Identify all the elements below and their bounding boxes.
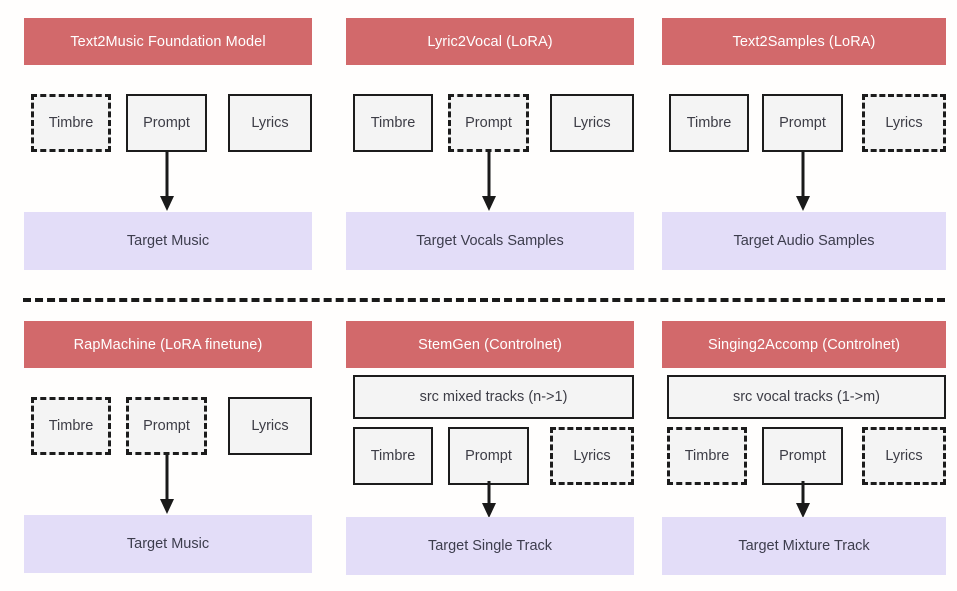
panel-title: Text2Music Foundation Model xyxy=(24,18,312,65)
panel-title: RapMachine (LoRA finetune) xyxy=(24,321,312,368)
slot-lyrics[interactable]: Lyrics xyxy=(862,427,946,485)
slot-row: Timbre Prompt Lyrics xyxy=(24,94,312,152)
slot-label: Timbre xyxy=(370,115,416,131)
slot-label: Timbre xyxy=(48,115,94,131)
panel-title: Lyric2Vocal (LoRA) xyxy=(346,18,634,65)
slot-label: Prompt xyxy=(143,115,190,131)
panel-rapmachine: RapMachine (LoRA finetune) Timbre Prompt… xyxy=(24,321,312,573)
slot-prompt[interactable]: Prompt xyxy=(448,427,529,485)
slot-label: Prompt xyxy=(779,448,826,464)
slot-timbre[interactable]: Timbre xyxy=(31,94,111,152)
slot-prompt[interactable]: Prompt xyxy=(126,94,207,152)
slot-label: Timbre xyxy=(686,115,732,131)
src-track-box[interactable]: src mixed tracks (n->1) xyxy=(353,375,634,419)
target-label: Target Music xyxy=(126,536,210,552)
target-label: Target Audio Samples xyxy=(733,233,875,249)
row-divider xyxy=(23,298,945,302)
target-label: Target Single Track xyxy=(427,538,553,554)
slot-lyrics[interactable]: Lyrics xyxy=(550,94,634,152)
slot-timbre[interactable]: Timbre xyxy=(667,427,747,485)
src-track-label: src vocal tracks (1->m) xyxy=(732,389,881,405)
slot-lyrics[interactable]: Lyrics xyxy=(550,427,634,485)
slot-lyrics[interactable]: Lyrics xyxy=(228,397,312,455)
slot-label: Prompt xyxy=(779,115,826,131)
src-track-box[interactable]: src vocal tracks (1->m) xyxy=(667,375,946,419)
slot-row: Timbre Prompt Lyrics xyxy=(662,94,946,152)
slot-label: Prompt xyxy=(143,418,190,434)
target-box: Target Vocals Samples xyxy=(346,212,634,270)
slot-row: Timbre Prompt Lyrics xyxy=(662,427,946,485)
slot-prompt[interactable]: Prompt xyxy=(448,94,529,152)
slot-label: Lyrics xyxy=(885,115,923,131)
slot-label: Lyrics xyxy=(885,448,923,464)
slot-timbre[interactable]: Timbre xyxy=(353,427,433,485)
slot-label: Timbre xyxy=(370,448,416,464)
slot-label: Lyrics xyxy=(573,448,611,464)
slot-timbre[interactable]: Timbre xyxy=(31,397,111,455)
down-arrow-icon xyxy=(480,481,498,519)
slot-label: Timbre xyxy=(48,418,94,434)
down-arrow-icon xyxy=(480,152,498,212)
target-box: Target Music xyxy=(24,212,312,270)
slot-prompt[interactable]: Prompt xyxy=(126,397,207,455)
panel-title: StemGen (Controlnet) xyxy=(346,321,634,368)
slot-lyrics[interactable]: Lyrics xyxy=(228,94,312,152)
slot-label: Prompt xyxy=(465,115,512,131)
panel-text2music: Text2Music Foundation Model Timbre Promp… xyxy=(24,18,312,270)
src-track-label: src mixed tracks (n->1) xyxy=(419,389,568,405)
panel-singing2accomp: Singing2Accomp (Controlnet) src vocal tr… xyxy=(662,321,946,575)
slot-label: Prompt xyxy=(465,448,512,464)
slot-label: Lyrics xyxy=(251,115,289,131)
down-arrow-icon xyxy=(794,152,812,212)
down-arrow-icon xyxy=(158,455,176,515)
target-box: Target Audio Samples xyxy=(662,212,946,270)
panel-text2samples: Text2Samples (LoRA) Timbre Prompt Lyrics… xyxy=(662,18,946,270)
slot-lyrics[interactable]: Lyrics xyxy=(862,94,946,152)
panel-title: Singing2Accomp (Controlnet) xyxy=(662,321,946,368)
panel-title: Text2Samples (LoRA) xyxy=(662,18,946,65)
target-box: Target Single Track xyxy=(346,517,634,575)
slot-label: Lyrics xyxy=(573,115,611,131)
slot-row: Timbre Prompt Lyrics xyxy=(346,427,634,485)
target-box: Target Mixture Track xyxy=(662,517,946,575)
panel-lyric2vocal: Lyric2Vocal (LoRA) Timbre Prompt Lyrics … xyxy=(346,18,634,270)
slot-label: Timbre xyxy=(684,448,730,464)
slot-timbre[interactable]: Timbre xyxy=(353,94,433,152)
target-box: Target Music xyxy=(24,515,312,573)
down-arrow-icon xyxy=(794,481,812,519)
panel-stemgen: StemGen (Controlnet) src mixed tracks (n… xyxy=(346,321,634,575)
slot-prompt[interactable]: Prompt xyxy=(762,94,843,152)
slot-row: Timbre Prompt Lyrics xyxy=(24,397,312,455)
slot-timbre[interactable]: Timbre xyxy=(669,94,749,152)
down-arrow-icon xyxy=(158,152,176,212)
target-label: Target Vocals Samples xyxy=(416,233,564,249)
slot-label: Lyrics xyxy=(251,418,289,434)
slot-row: Timbre Prompt Lyrics xyxy=(346,94,634,152)
target-label: Target Music xyxy=(126,233,210,249)
slot-prompt[interactable]: Prompt xyxy=(762,427,843,485)
target-label: Target Mixture Track xyxy=(738,538,870,554)
